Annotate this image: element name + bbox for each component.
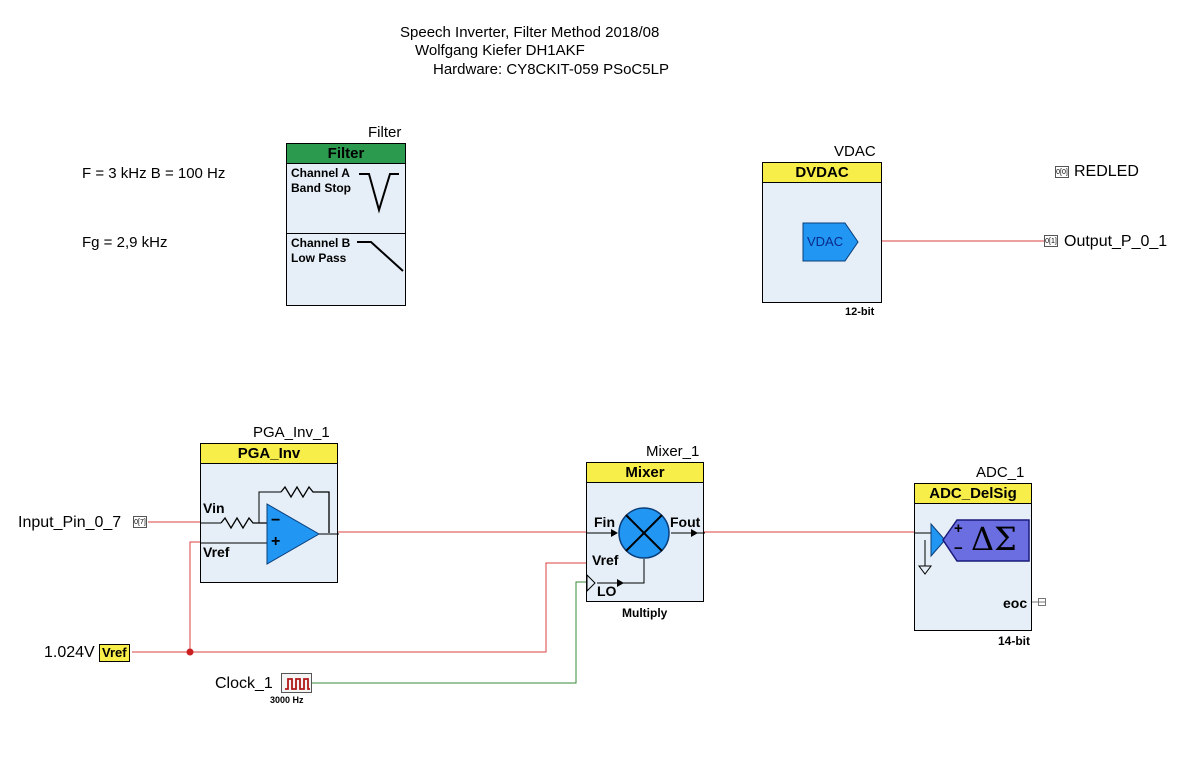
- filter-channel-b-line2: Low Pass: [291, 251, 347, 265]
- pga-vref-label: Vref: [203, 544, 230, 560]
- pga-feedback-wire: [258, 491, 281, 523]
- mixer-lo-arrow-icon: [617, 579, 624, 587]
- wire-clock-lo: [312, 581, 586, 684]
- mixer-mode-label: Multiply: [622, 606, 668, 620]
- clock-frequency: 3000 Hz: [270, 695, 304, 705]
- adc-eoc-label: eoc: [1003, 595, 1028, 611]
- vref-junction: [186, 648, 194, 656]
- adc-minus-sign: −: [954, 540, 963, 557]
- mixer-symbol-shape: [587, 507, 705, 592]
- adc-input-triangle-icon: [930, 522, 946, 558]
- wire-vref-bus: [132, 562, 586, 653]
- pga-component[interactable]: PGA_Inv Vin Vref − +: [200, 443, 339, 583]
- vref-source-badge[interactable]: Vref: [99, 644, 130, 662]
- mixer-component[interactable]: Mixer Fin Fout Vref LO: [586, 462, 705, 602]
- fg-spec-note: Fg = 2,9 kHz: [82, 234, 168, 251]
- filter-component[interactable]: Filter Channel A Band Stop Channel B Low…: [286, 143, 406, 306]
- mixer-lo-label: LO: [597, 583, 617, 599]
- mixer-fin-label: Fin: [594, 514, 615, 530]
- input-port-icon[interactable]: 0[7]: [133, 516, 147, 528]
- pga-minus-sign: −: [271, 512, 281, 529]
- mixer-type-header: Mixer: [587, 463, 703, 483]
- mixer-vref-label: Vref: [592, 552, 619, 568]
- filter-type-header: Filter: [287, 144, 405, 164]
- clock-waveform-shape: [285, 678, 310, 690]
- mixer-fin-arrow-icon: [611, 529, 618, 537]
- clock-pulse-icon: [285, 678, 310, 690]
- adc-instance-name: ADC_1: [976, 464, 1025, 481]
- vdac-component[interactable]: DVDAC VDAC: [762, 162, 882, 303]
- input-pin-label: Input_Pin_0_7: [18, 514, 122, 531]
- adc-symbol-shape: [915, 519, 1030, 575]
- mixer-instance-name: Mixer_1: [646, 443, 700, 460]
- output-port-icon[interactable]: 0[1]: [1044, 235, 1058, 247]
- filter-channel-a-line1: Channel A: [291, 166, 350, 180]
- vdac-type-header: DVDAC: [763, 163, 881, 183]
- vdac-instance-name: VDAC: [834, 143, 876, 160]
- filter-channel-b-line1: Channel B: [291, 236, 351, 250]
- adc-symbol-label: ΔΣ: [971, 520, 1017, 558]
- pga-instance-name: PGA_Inv_1: [253, 424, 330, 441]
- vdac-symbol-label: VDAC: [807, 234, 844, 249]
- adc-delta-sigma-icon: [942, 519, 1030, 562]
- pga-input-resistor-icon: [220, 516, 267, 530]
- wire-vref-pga: [189, 541, 200, 652]
- vdac-symbol-shape: [802, 222, 859, 262]
- mixer-lo-wire: [597, 559, 645, 584]
- filter-instance-name: Filter: [368, 124, 402, 141]
- title-line-3: Hardware: CY8CKIT-059 PSoC5LP: [433, 61, 669, 78]
- redled-port-icon[interactable]: 0[0]: [1055, 166, 1069, 178]
- adc-plus-sign: +: [954, 520, 963, 537]
- vref-source-label: 1.024V: [44, 644, 95, 661]
- filter-channel-a-line2: Band Stop: [291, 181, 351, 195]
- ground-icon: [918, 565, 932, 575]
- eoc-terminal-icon[interactable]: [1038, 598, 1046, 606]
- pga-vin-label: Vin: [203, 500, 225, 516]
- pga-plus-sign: +: [271, 533, 281, 550]
- adc-type-header: ADC_DelSig: [915, 484, 1031, 504]
- mixer-fout-arrow-icon: [691, 529, 698, 537]
- redled-pin-label: REDLED: [1074, 163, 1139, 180]
- pga-feedback-resistor-icon: [280, 485, 330, 533]
- vdac-resolution: 12-bit: [845, 306, 875, 318]
- output-pin-label: Output_P_0_1: [1064, 233, 1168, 250]
- pga-type-header: PGA_Inv: [201, 444, 337, 464]
- mixer-fout-label: Fout: [670, 514, 701, 530]
- filter-divider: [287, 233, 405, 234]
- pga-opamp-shape: [201, 485, 339, 565]
- low-pass-icon: [357, 241, 404, 272]
- band-stop-icon: [359, 173, 399, 214]
- adc-resolution: 14-bit: [998, 634, 1031, 648]
- filter-response-icons: [357, 173, 404, 272]
- filter-spec-note: F = 3 kHz B = 100 Hz: [82, 165, 226, 182]
- opamp-triangle-icon: [266, 503, 321, 565]
- clock-label: Clock_1: [215, 675, 273, 692]
- vdac-symbol-icon: [802, 222, 859, 262]
- title-line-2: Wolfgang Kiefer DH1AKF: [415, 42, 585, 59]
- mixer-clock-input-icon: [587, 574, 596, 592]
- title-line-1: Speech Inverter, Filter Method 2018/08: [400, 24, 660, 41]
- adc-component[interactable]: ADC_DelSig + − ΔΣ eoc: [914, 483, 1032, 631]
- clock-component[interactable]: [281, 673, 312, 693]
